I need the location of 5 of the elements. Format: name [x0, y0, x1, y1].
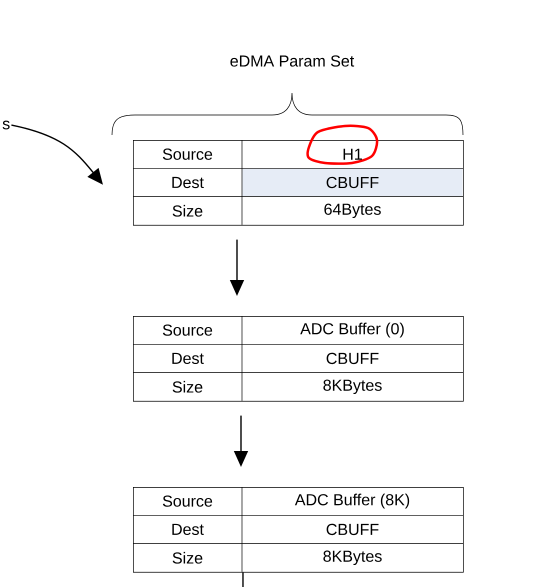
heading: eDMA Param Set — [230, 55, 354, 67]
table: Source ADC Buffer (8K) Dest CBUFF Size 8KBytes — [132, 486, 464, 573]
table: Source ADC Buffer (0) Dest CBUFF Size 8KBytes — [132, 316, 464, 402]
label-text: s — [2, 120, 10, 130]
table: Source H1 Dest CBUFF Size 64Bytes — [132, 124, 464, 226]
